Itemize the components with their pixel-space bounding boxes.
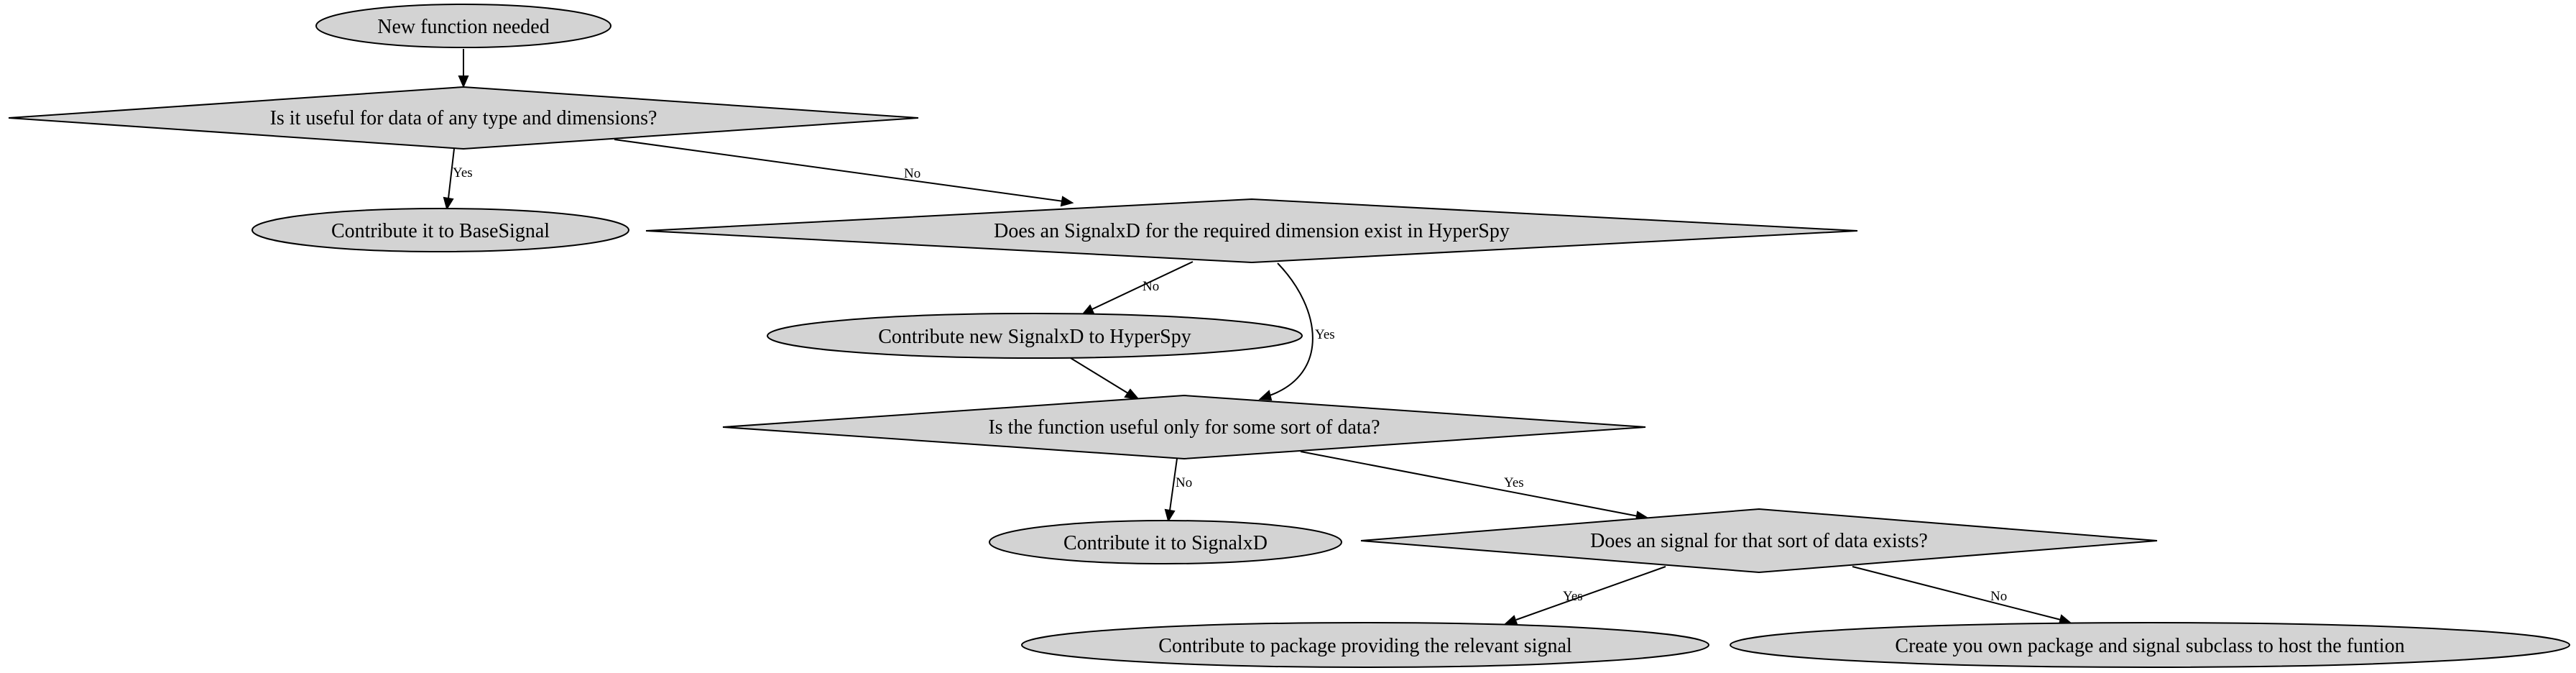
svg-text:Is it useful for data of any t: Is it useful for data of any type and di…: [270, 107, 657, 129]
edge-any-to-basesignal: [443, 148, 455, 211]
svg-text:Contribute it to BaseSignal: Contribute it to BaseSignal: [331, 220, 550, 242]
node-signalxd: Contribute it to SignalxD: [989, 520, 1342, 564]
edge-exists-to-some: [1258, 262, 1314, 401]
svg-text:Create you own package and sig: Create you own package and signal subcla…: [1895, 635, 2404, 657]
edge-label-any-yes: Yes: [453, 165, 473, 180]
edge-new-to-any: [458, 49, 469, 88]
node-package-signal: Contribute to package providing the rele…: [1021, 622, 1709, 668]
node-signalxd-exists-question: Does an SignalxD for the required dimens…: [645, 198, 1858, 264]
node-signal-exists-question: Does an signal for that sort of data exi…: [1360, 508, 2158, 574]
edge-new-to-some: [1070, 357, 1140, 400]
node-new-function-needed: New function needed: [315, 4, 611, 48]
node-any-type-question: Is it useful for data of any type and di…: [8, 86, 919, 150]
edge-some-to-signalxd: [1164, 458, 1178, 523]
edge-signal-to-own: [1852, 566, 2072, 626]
edge-label-any-no: No: [904, 166, 920, 181]
edge-label-some-no: No: [1176, 475, 1192, 490]
edge-label-signal-no: No: [1990, 589, 2007, 604]
svg-text:Does an signal for that sort o: Does an signal for that sort of data exi…: [1590, 530, 1928, 552]
svg-text:Contribute new SignalxD to Hyp: Contribute new SignalxD to HyperSpy: [878, 326, 1191, 348]
edge-some-to-signal: [1300, 451, 1649, 522]
svg-text:New function needed: New function needed: [377, 16, 549, 38]
node-own-package: Create you own package and signal subcla…: [1730, 622, 2570, 668]
svg-text:Does an SignalxD for the requi: Does an SignalxD for the required dimens…: [994, 220, 1510, 242]
svg-text:Contribute to package providin: Contribute to package providing the rele…: [1158, 635, 1572, 657]
svg-text:Contribute it to SignalxD: Contribute it to SignalxD: [1063, 532, 1268, 554]
edge-label-signal-yes: Yes: [1563, 589, 1583, 604]
edge-label-exists-yes: Yes: [1315, 327, 1335, 342]
node-some-data-question: Is the function useful only for some sor…: [722, 394, 1646, 460]
node-basesignal: Contribute it to BaseSignal: [251, 208, 629, 252]
edge-label-some-yes: Yes: [1504, 475, 1524, 490]
edge-any-to-exists: [614, 139, 1074, 207]
node-new-signalxd: Contribute new SignalxD to HyperSpy: [767, 313, 1303, 359]
edge-label-exists-no: No: [1142, 279, 1159, 294]
edge-exists-to-new: [1081, 261, 1194, 316]
svg-text:Is the function useful only fo: Is the function useful only for some sor…: [988, 416, 1380, 439]
edge-signal-to-package: [1504, 566, 1666, 626]
